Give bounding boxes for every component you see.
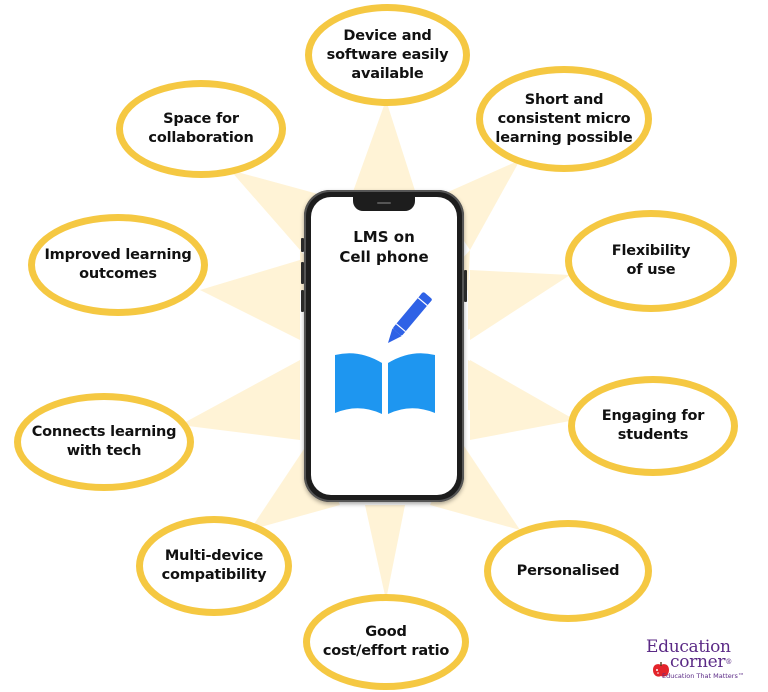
bubble-label: Space for collaboration [148,111,254,146]
bubble-label: Personalised [516,562,620,579]
logo-line2-text: corner [670,652,726,672]
bubble-multi-device: Multi-device compatibility [136,516,292,616]
phone: LMS on Cell phone [301,190,467,502]
phone-side-button [301,238,304,252]
phone-notch [353,197,415,211]
bubble-label: Multi-device compatibility [161,548,267,583]
bubble-label: Connects learning with tech [31,424,177,459]
bubble-flexibility: Flexibility of use [565,210,737,312]
logo-line1: Education [646,637,731,657]
book-and-pencil-icon [335,292,435,414]
apple-icon [653,662,669,677]
bubble-label: Engaging for students [601,408,705,443]
phone-side-button [464,270,467,302]
center-title: LMS on Cell phone [339,228,429,266]
phone-screen: LMS on Cell phone [311,197,457,495]
bubble-micro-learning: Short and consistent micro learning poss… [476,66,652,172]
bubble-label: Improved learning outcomes [44,247,192,282]
bubble-device-software: Device and software easily available [305,4,470,106]
bubble-label: Good cost/effort ratio [322,624,450,659]
phone-side-button [301,290,304,312]
logo-line2: corner® [670,653,732,671]
bubble-label: Flexibility of use [611,243,691,278]
bubble-label: Device and software easily available [326,27,449,82]
phone-side-button [301,262,304,284]
phone-speaker [377,202,391,204]
bubble-personalised: Personalised [484,520,652,622]
registered-mark: ® [725,658,732,666]
bubble-outcomes: Improved learning outcomes [28,214,208,316]
logo-tagline: Education That Matters™ [662,672,745,680]
bubble-collaboration: Space for collaboration [116,80,286,178]
bubble-engaging: Engaging for students [568,376,738,476]
education-corner-logo: Education corner® Education That Matters… [640,638,762,688]
bubble-label: Short and consistent micro learning poss… [495,91,633,146]
bubble-connects-tech: Connects learning with tech [14,393,194,491]
bubble-cost-effort: Good cost/effort ratio [303,594,469,690]
